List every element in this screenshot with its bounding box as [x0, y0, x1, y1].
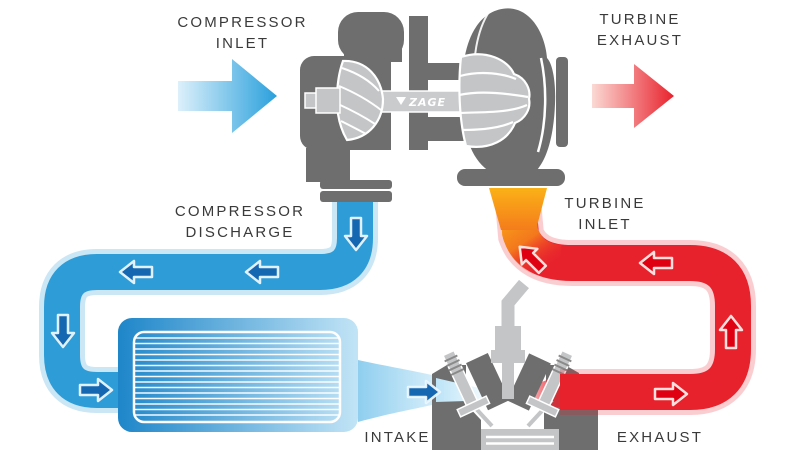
compressor-inlet-line2: INLET	[215, 35, 270, 52]
turbine-exhaust-arrow-icon	[592, 64, 674, 128]
flow-arrow-right-icon	[78, 377, 114, 403]
head-casting-left	[466, 352, 510, 411]
turbine-inlet-label: TURBINE INLET	[540, 193, 670, 235]
turbine-inlet-flange-funnel	[489, 188, 547, 230]
compressor-inlet-arrow-icon	[178, 59, 277, 133]
intake-funnel	[358, 360, 436, 422]
head-casting-right	[507, 353, 551, 411]
compressor-discharge-line1: COMPRESSOR	[174, 203, 306, 220]
brand-text: ZAGE	[408, 96, 446, 109]
engine-right-lower-block	[579, 402, 598, 450]
intercooler	[118, 318, 358, 432]
flow-arrow-right-icon	[406, 379, 442, 405]
exhaust-valve	[525, 349, 574, 418]
spark-plug	[491, 279, 529, 399]
compressor-discharge-line2: DISCHARGE	[185, 224, 295, 241]
intercooler-fins	[134, 337, 340, 416]
piston	[481, 429, 559, 450]
turbine-exhaust-line2: EXHAUST	[596, 32, 684, 49]
flow-arrow-upleft-icon	[518, 245, 548, 275]
turbine-inlet-line1: TURBINE	[564, 195, 646, 212]
compressor-discharge-flange	[306, 148, 392, 202]
flow-arrow-down-icon	[343, 216, 369, 252]
flow-arrow-up-icon	[718, 314, 744, 350]
bearing-housing	[374, 16, 465, 150]
intake-label: INTAKE	[364, 429, 431, 446]
compressor-inlet-label: COMPRESSOR INLET	[155, 12, 330, 54]
flow-arrow-left-icon	[638, 250, 674, 276]
intake-valve	[442, 349, 491, 418]
compressor-discharge-pipe	[39, 198, 378, 413]
turbine-inlet-flange	[457, 169, 565, 186]
compressor-discharge-label: COMPRESSOR DISCHARGE	[150, 201, 330, 243]
turbine-exhaust-label: TURBINE EXHAUST	[570, 9, 710, 51]
flow-arrow-right-icon	[653, 381, 689, 407]
exhaust-pipe	[489, 188, 756, 415]
engine	[432, 279, 598, 450]
compressor-inlet-line1: COMPRESSOR	[177, 14, 308, 31]
flow-arrow-left-icon	[244, 259, 280, 285]
turbine-inlet-line2: INLET	[578, 216, 632, 233]
turbocharger: ZAGE	[300, 8, 568, 202]
shaft-nut	[304, 87, 341, 114]
engine-left-cylinder-wall	[466, 404, 481, 450]
cold-flow-arrows	[50, 216, 442, 405]
turbine-wheel	[458, 53, 531, 148]
hot-flow-arrows	[518, 245, 744, 407]
exhaust-label: EXHAUST	[616, 429, 704, 446]
zage-logo: ZAGE	[396, 96, 446, 109]
turbine-exhaust-line1: TURBINE	[599, 11, 681, 28]
turbine-outlet-flange	[556, 57, 568, 147]
flow-arrow-left-icon	[118, 259, 154, 285]
flow-arrow-down-icon	[50, 313, 76, 349]
